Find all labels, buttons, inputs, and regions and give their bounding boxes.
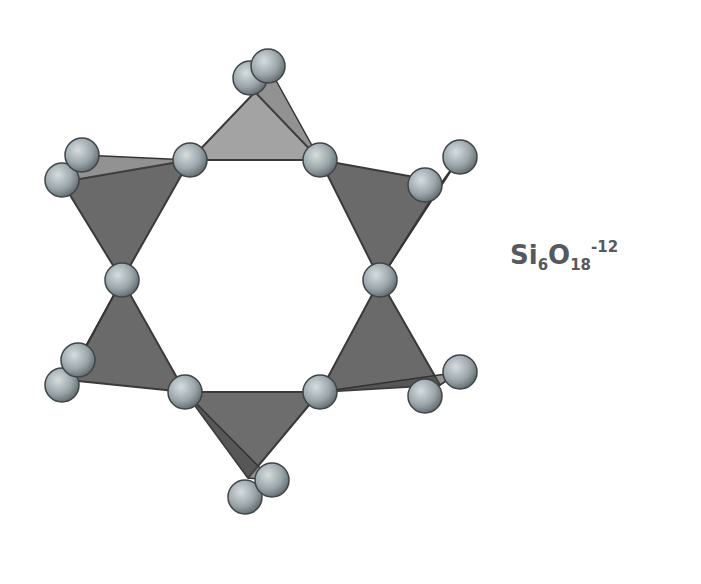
- tetrahedron-face: [320, 160, 442, 280]
- oxygen-atoms: [45, 49, 477, 514]
- formula: Si6O18-12: [510, 238, 618, 274]
- oxygen-atom: [251, 49, 285, 83]
- tetrahedron-edge: [185, 392, 272, 480]
- oxygen-atom: [105, 263, 139, 297]
- oxygen-atom: [443, 355, 477, 389]
- formula-part: -12: [591, 238, 618, 256]
- oxygen-atom: [303, 143, 337, 177]
- oxygen-atom: [61, 343, 95, 377]
- formula-part: Si: [510, 240, 538, 270]
- oxygen-atom: [408, 168, 442, 202]
- formula-part: 18: [570, 256, 591, 274]
- tetrahedron-edge: [380, 157, 460, 280]
- oxygen-atom: [408, 379, 442, 413]
- oxygen-atom: [363, 263, 397, 297]
- oxygen-atom: [255, 463, 289, 497]
- oxygen-atom: [65, 138, 99, 172]
- formula-part: 6: [538, 256, 548, 274]
- oxygen-atom: [303, 375, 337, 409]
- oxygen-atom: [443, 140, 477, 174]
- oxygen-atom: [168, 375, 202, 409]
- formula-part: O: [548, 240, 570, 270]
- tetrahedra: [62, 66, 460, 480]
- oxygen-atom: [173, 143, 207, 177]
